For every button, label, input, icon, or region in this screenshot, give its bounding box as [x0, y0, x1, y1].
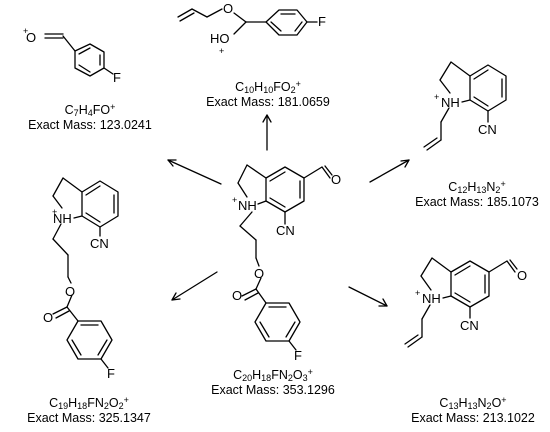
allyl-indoline-cn-nitrile: CN [478, 122, 497, 137]
allyl-indoline-cn-charge: + [434, 92, 439, 102]
allyl-indoline-cho-nitrile: CN [460, 318, 479, 333]
allyl-indoline-cn-ring [469, 64, 507, 112]
deformyl-mass: Exact Mass: 325.1347 [27, 411, 151, 425]
allyl-indoline-cho-oxygen: O [517, 268, 527, 283]
deformyl-fluorophenyl-ring [66, 320, 113, 360]
acylium-fluorine: F [113, 70, 121, 85]
parent-formula: C20H18FN2O3+ [233, 367, 313, 383]
parent-benzene-ring [265, 166, 305, 213]
allyl-ester-fluorine: F [318, 14, 326, 29]
deformyl-structure [52, 177, 119, 369]
allyl-indoline-cho-label: C13H13N2O+ Exact Mass: 213.1022 [398, 396, 548, 426]
deformyl-carbonyl-oxygen: O [43, 310, 53, 325]
parent-fluorophenyl-ring [254, 302, 301, 342]
allyl-ester-hydroxyl: HO [210, 31, 230, 46]
allyl-indoline-cn-label: C12H13N2+ Exact Mass: 185.1073 [404, 180, 550, 210]
allyl-indoline-cn-mass: Exact Mass: 185.1073 [415, 195, 539, 209]
arrow-to-allyl-indoline-cho [348, 286, 388, 307]
deformyl-formula: C19H18FN2O2+ [49, 395, 129, 411]
deformyl-ester-oxygen: O [65, 284, 75, 299]
parent-mass: Exact Mass: 353.1296 [211, 383, 335, 397]
parent-structure [237, 164, 333, 351]
allyl-indoline-cho-formula: C13H13N2O+ [439, 395, 507, 411]
arrow-to-allyl-indoline-cn [369, 159, 410, 183]
acylium-oxygen: O [26, 30, 36, 45]
allyl-ester-oxygen: O [223, 1, 233, 16]
parent-charge: + [232, 195, 237, 205]
allyl-indoline-cho-charge: + [415, 288, 420, 298]
parent-carbonyl-oxygen: O [232, 288, 242, 303]
acylium-charge: + [23, 26, 28, 36]
parent-label: C20H18FN2O3+ Exact Mass: 353.1296 [198, 368, 348, 398]
parent-amine-label: NH [238, 198, 257, 213]
allyl-indoline-cn-structure [423, 61, 507, 151]
allyl-indoline-cho-structure [404, 257, 518, 348]
allyl-ester-structure [177, 8, 318, 36]
allyl-indoline-cho-mass: Exact Mass: 213.1022 [411, 411, 535, 425]
acylium-label: C7H4FO+ Exact Mass: 123.0241 [20, 103, 160, 133]
allyl-ester-formula: C10H10FO2+ [235, 79, 301, 95]
deformyl-label: C19H18FN2O2+ Exact Mass: 325.1347 [0, 396, 178, 426]
deformyl-charge: + [52, 207, 57, 217]
allyl-indoline-cn-amine: NH [441, 95, 460, 110]
allyl-indoline-cho-ring [450, 260, 490, 308]
parent-fluorine: F [294, 348, 302, 363]
arrow-to-deformyl [171, 271, 218, 301]
acylium-mass: Exact Mass: 123.0241 [28, 118, 152, 132]
deformyl-nitrile: CN [90, 236, 109, 251]
deformyl-fluorine: F [107, 366, 115, 381]
acylium-structure [44, 33, 114, 77]
deformyl-benzene-ring [81, 180, 119, 228]
allyl-ester-label: C10H10FO2+ Exact Mass: 181.0659 [195, 80, 341, 110]
allyl-ester-charge: + [219, 46, 224, 56]
arrow-to-acylium [167, 159, 222, 185]
parent-aldehyde-oxygen: O [331, 172, 341, 187]
acylium-formula: C7H4FO+ [64, 102, 116, 118]
arrow-to-allyl-ester [262, 114, 272, 151]
parent-nitrile-label: CN [276, 223, 295, 238]
allyl-indoline-cho-amine: NH [422, 291, 441, 306]
parent-ester-oxygen: O [254, 266, 264, 281]
deformyl-amine: NH [53, 211, 72, 226]
allyl-indoline-cn-formula: C12H13N2+ [448, 179, 506, 195]
allyl-ester-mass: Exact Mass: 181.0659 [206, 95, 330, 109]
